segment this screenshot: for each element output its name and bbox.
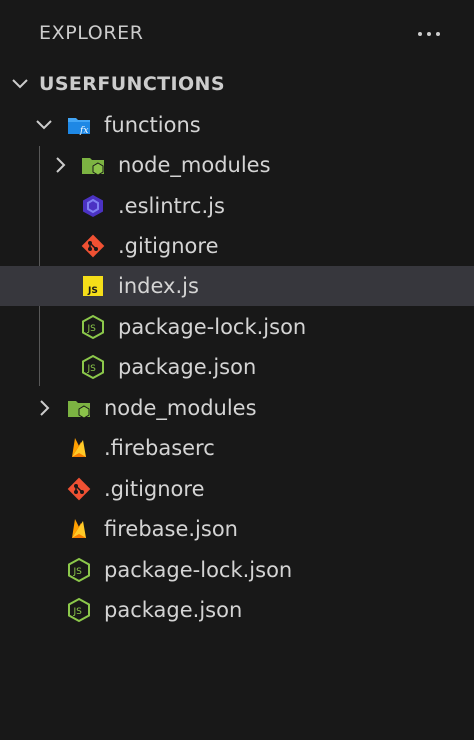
nodejs-icon: JS (68, 597, 90, 623)
tree-item-package-lock[interactable]: JS package-lock.json (0, 550, 474, 590)
chevron-down-icon[interactable] (34, 115, 54, 135)
ellipsis-icon[interactable] (412, 20, 446, 46)
chevron-right-icon[interactable] (34, 398, 54, 418)
tree-item-label: functions (104, 113, 201, 137)
nodejs-icon: JS (82, 354, 104, 380)
root-folder-row[interactable]: USERFUNCTIONS (0, 64, 474, 104)
tree-item-label: node_modules (118, 153, 271, 177)
tree-item-index-js[interactable]: JS index.js (0, 266, 474, 306)
tree-item-gitignore[interactable]: .gitignore (0, 469, 474, 509)
svg-text:JS: JS (87, 286, 98, 296)
tree-item-firebaserc[interactable]: .firebaserc (0, 428, 474, 468)
tree-item-package-json[interactable]: JS package.json (0, 590, 474, 630)
tree-item-label: .eslintrc.js (118, 194, 225, 218)
tree-item-package-lock[interactable]: JS package-lock.json (0, 307, 474, 347)
firebase-icon (72, 438, 86, 457)
chevron-down-icon[interactable] (10, 74, 30, 94)
git-icon (67, 477, 91, 501)
tree-item-node-modules[interactable]: node_modules (0, 145, 474, 185)
tree-item-label: index.js (118, 274, 199, 298)
javascript-icon: JS (83, 276, 103, 296)
tree-item-functions[interactable]: fx functions (0, 105, 474, 145)
tree-item-label: package.json (118, 355, 257, 379)
nodejs-icon: JS (82, 314, 104, 340)
svg-text:JS: JS (73, 567, 83, 577)
tree-item-label: .gitignore (118, 234, 219, 258)
nodejs-icon: JS (68, 557, 90, 583)
svg-text:JS: JS (87, 364, 97, 374)
eslint-icon (83, 195, 103, 217)
chevron-right-icon[interactable] (50, 155, 70, 175)
folder-node-icon (82, 158, 104, 176)
tree-item-label: package.json (104, 598, 243, 622)
svg-text:JS: JS (73, 607, 83, 617)
tree-item-package-json[interactable]: JS package.json (0, 347, 474, 387)
explorer-title: EXPLORER (39, 22, 144, 44)
tree-item-label: node_modules (104, 396, 257, 420)
root-folder-label: USERFUNCTIONS (39, 73, 225, 95)
tree-item-firebase-json[interactable]: firebase.json (0, 509, 474, 549)
folder-node-icon (68, 401, 90, 419)
git-icon (81, 234, 105, 258)
svg-text:fx: fx (79, 126, 88, 136)
tree-item-eslintrc[interactable]: .eslintrc.js (0, 186, 474, 226)
tree-item-label: firebase.json (104, 517, 238, 541)
tree-item-label: package-lock.json (104, 558, 293, 582)
tree-item-label: package-lock.json (118, 315, 307, 339)
tree-item-label: .firebaserc (104, 436, 215, 460)
tree-item-label: .gitignore (104, 477, 205, 501)
tree-item-gitignore[interactable]: .gitignore (0, 226, 474, 266)
tree-item-node-modules[interactable]: node_modules (0, 388, 474, 428)
explorer-header: EXPLORER (0, 0, 474, 66)
svg-text:JS: JS (87, 324, 97, 334)
folder-functions-icon: fx (68, 118, 90, 136)
firebase-icon (72, 519, 86, 538)
